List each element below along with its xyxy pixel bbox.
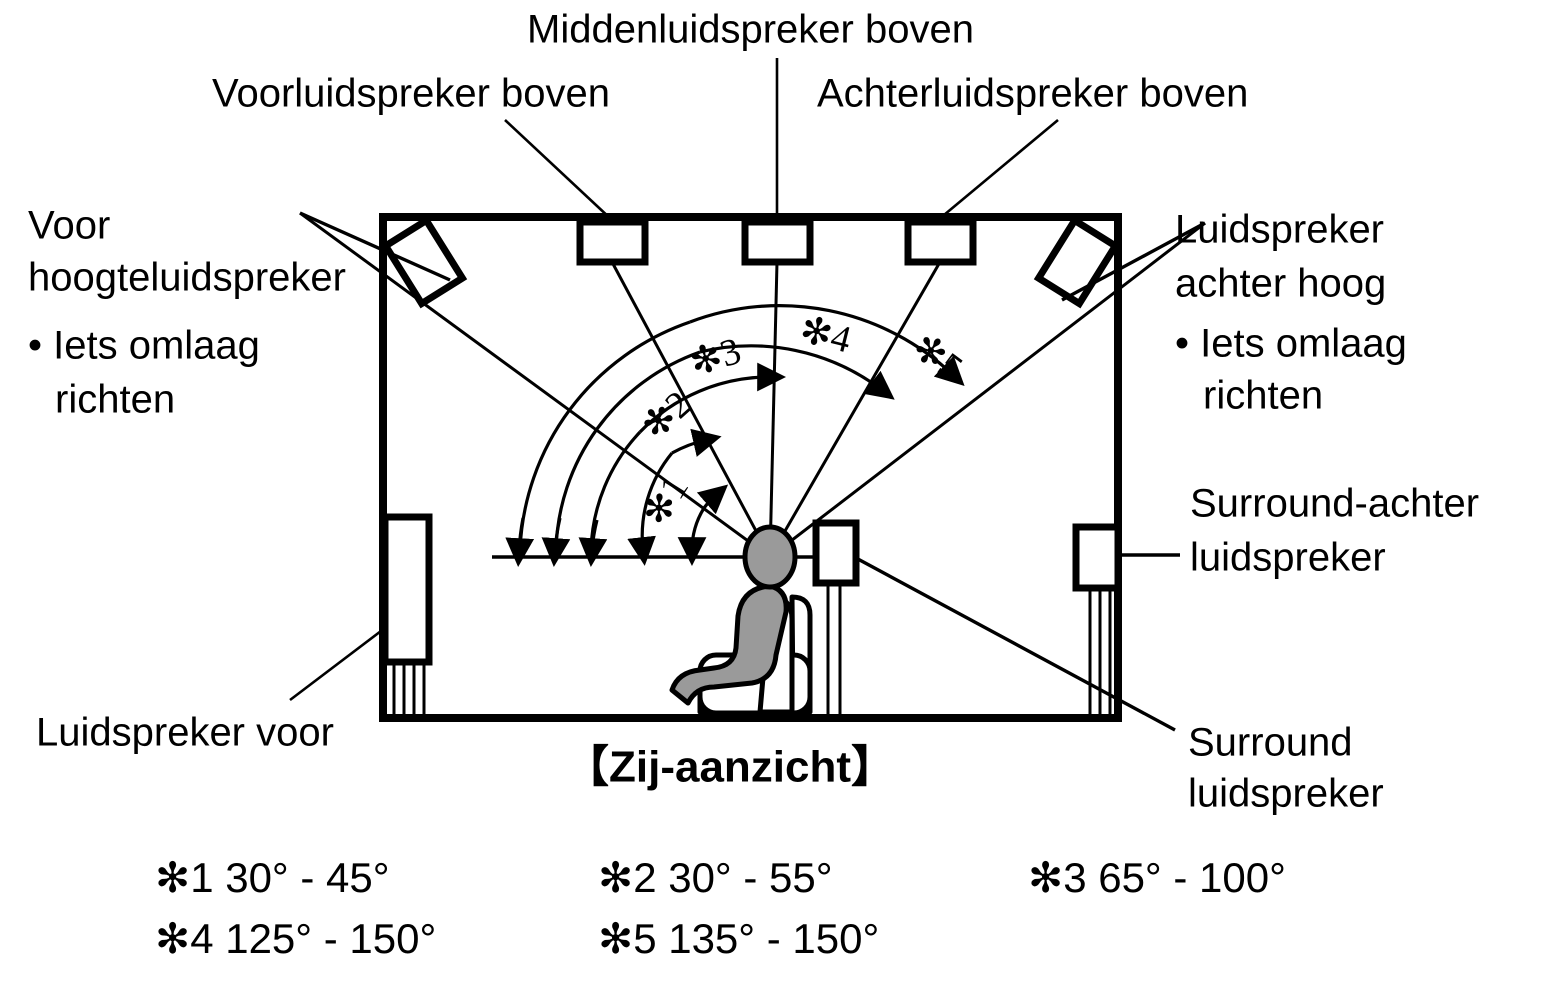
arc-angle-4-start [554,350,701,551]
arc-angle-5-start [518,320,691,551]
ceiling-front-speaker [576,218,649,266]
label-front-height-line2: hoogteluidspreker [28,256,346,300]
label-ceiling-front: Voorluidspreker boven [212,72,610,116]
room-rectangle [379,213,1122,722]
label-front-height-note2: richten [55,378,175,422]
legend-item-1: ✻1 30° - 45° [155,854,390,901]
surround-speaker-box [812,519,860,587]
arc-angle-3-end [638,362,786,434]
legend-item-4: ✻4 125° - 150° [155,915,436,962]
arc-angle-5-arrowhead-baseline [505,517,535,567]
surround-back-speaker [1072,523,1122,716]
rear-height-speaker-box [1033,215,1121,309]
legend-item-5: ✻5 135° - 150° [598,915,879,962]
angle-label-2: ✻2 [634,383,700,448]
arc-angle-4-arrowhead-baseline [541,517,571,567]
leader-front-height [299,211,451,282]
rear-height-speaker [1033,215,1121,309]
arc-angle-2-to-ray [671,428,722,457]
label-rear-height-note1: • Iets omlaag [1175,322,1407,366]
legend-item-3: ✻3 65° - 100° [1028,854,1286,901]
leader-lines [289,58,1206,732]
label-rear-height-line2: achter hoog [1175,262,1386,306]
label-ceiling-middle: Middenluidspreker boven [527,8,974,52]
ray-ceiling-middle [768,261,779,558]
leader-ceiling-rear [937,119,1059,221]
leader-front-speaker [289,626,386,702]
diagram-title: 【Zij-aanzicht】 [565,743,895,792]
angle-label-3: ✻3 [685,330,746,385]
arc-angle-4-end [699,344,895,400]
room-outline [379,213,1122,722]
arc-angle-3-start [589,430,642,551]
front-speaker [381,513,433,716]
angle-label-5: ✻5 [904,326,970,390]
label-surround-back-line1: Surround-achter [1190,482,1479,526]
angle-rays [299,211,1206,559]
label-front-speaker: Luidspreker voor [36,711,334,755]
arc-angle-1-to-baseline [677,507,707,566]
label-rear-height-line1: Luidspreker [1175,208,1384,252]
leader-rear-height [1061,221,1206,302]
arc-angle-3-arrowhead-baseline [578,519,608,567]
ceiling-rear-speaker [904,218,977,266]
label-front-height-line1: Voor [28,204,110,248]
ray-ceiling-front [610,261,772,558]
front-speaker-box [381,513,433,666]
label-ceiling-rear: Achterluidspreker boven [817,72,1248,116]
label-front-height-note1: • Iets omlaag [28,324,260,368]
ray-rear-height [769,221,1206,559]
listener-body [669,583,789,706]
surround-speaker [812,519,860,716]
front-height-speaker-box [380,215,468,309]
ray-front-height [299,211,771,559]
ceiling-middle-speaker [741,218,814,266]
angle-arcs [505,304,965,567]
label-surround-line2: luidspreker [1188,772,1384,816]
front-height-speaker [380,215,468,309]
label-surround-line1: Surround [1188,721,1353,765]
arc-angle-2-to-baseline [627,451,674,566]
arc-angle-5-end [689,304,965,387]
leader-ceiling-front [504,119,613,221]
ceiling-speakers [576,218,977,266]
label-surround-back-line2: luidspreker [1190,536,1386,580]
listener-figure [669,524,813,716]
legend-item-2: ✻2 30° - 55° [598,854,833,901]
ray-ceiling-rear [768,261,942,558]
surround-back-speaker-box [1072,523,1122,592]
label-rear-height-note2: richten [1203,374,1323,418]
leader-surround [855,556,1176,732]
arc-angle-1-to-ray [696,484,729,515]
listener-head [742,524,798,590]
